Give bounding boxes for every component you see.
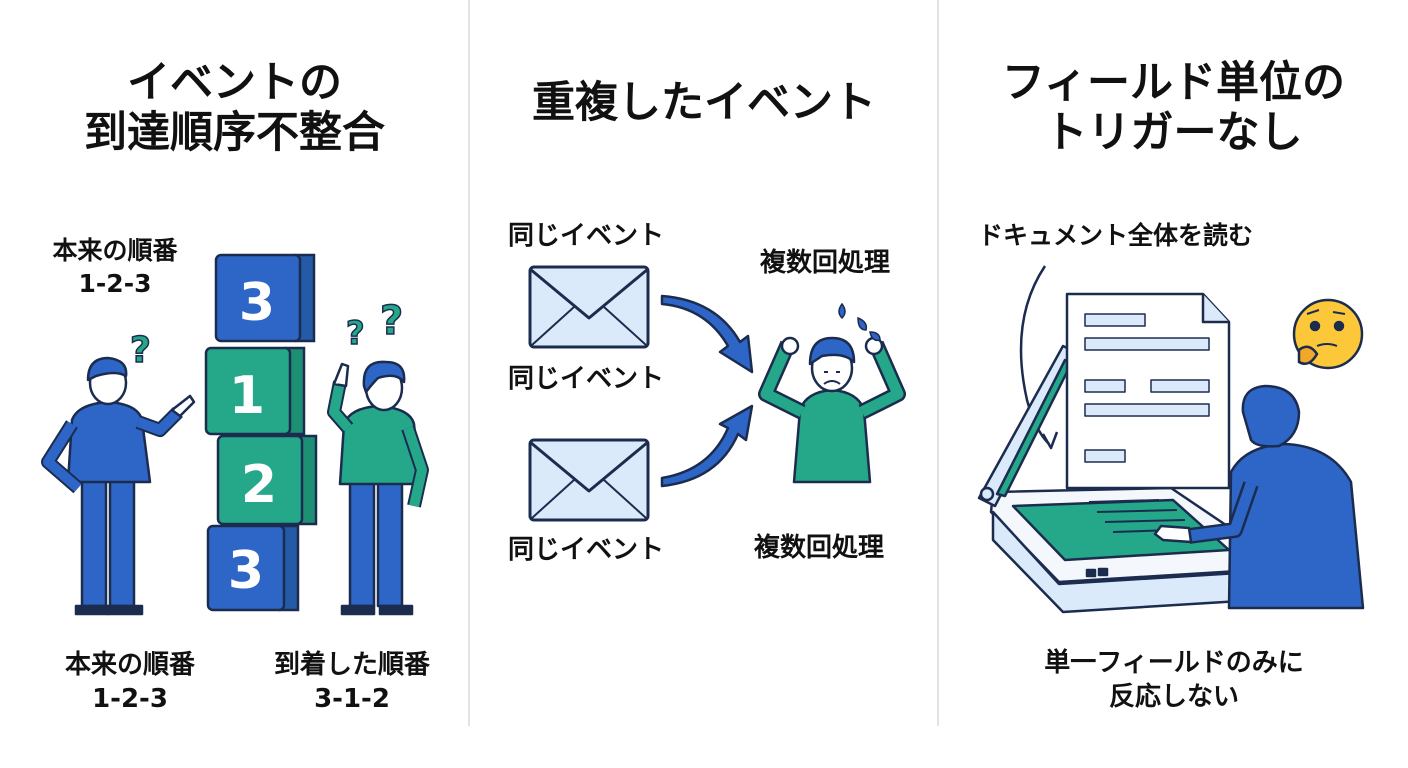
block-4 [206, 524, 300, 612]
single-field-no-reaction-label: 単一フィールドのみに 反応しない [999, 646, 1349, 715]
label-line: 3-1-2 [314, 684, 390, 715]
panel-divider-left [468, 0, 470, 726]
document-icon [1065, 292, 1231, 490]
thinking-face-icon [1292, 298, 1364, 370]
arrow-icon [660, 404, 754, 488]
title-line-1: フィールド単位の [1001, 58, 1346, 108]
read-whole-document-label: ドキュメント全体を読む [978, 221, 1254, 250]
curved-arrow-icon [1019, 265, 1050, 445]
panel-title: フィールド単位の トリガーなし [939, 58, 1408, 159]
scanner-icon [977, 344, 1259, 614]
panel-title: 重複したイベント [532, 78, 876, 128]
title-line-2: 到達順序不整合 [84, 108, 385, 159]
arrived-order-label: 到着した順番 3-1-2 [262, 648, 442, 717]
envelope-icon [528, 265, 650, 349]
multiple-processing-label: 複数回処理 [760, 248, 891, 278]
block-1 [214, 253, 316, 343]
label-line: 単一フィールドのみに [1044, 648, 1304, 678]
confused-person-right [327, 360, 429, 616]
label-line: 反応しない [1108, 682, 1239, 713]
block-label: 2 [241, 455, 277, 515]
panel-out-of-order: イベントの 到達順序不整合 ? ? ? [0, 0, 469, 768]
multiple-processing-label: 複数回処理 [754, 533, 885, 563]
block-label: 1 [229, 366, 265, 426]
sweat-drops-icon [838, 302, 881, 342]
envelope-icon [528, 438, 650, 522]
title-line-1: イベントの [127, 58, 342, 108]
same-event-label: 同じイベント [508, 535, 665, 565]
block-2 [204, 346, 306, 436]
question-mark-icon: ? [346, 314, 365, 352]
label-line: 1-2-3 [92, 684, 168, 715]
label-line: 1-2-3 [78, 269, 152, 298]
panel-no-field-trigger: フィールド単位の トリガーなし [939, 0, 1408, 768]
title-line-2: トリガーなし [1044, 108, 1303, 159]
same-event-label: 同じイベント [508, 364, 665, 394]
original-order-label-bottom: 本来の順番 1-2-3 [50, 648, 210, 717]
question-mark-icon: ? [380, 298, 403, 344]
block-3 [216, 434, 318, 526]
block-label: 3 [228, 541, 264, 601]
panel-duplicate-events: 重複したイベント [470, 0, 938, 768]
panel-title: イベントの 到達順序不整合 [0, 58, 469, 159]
stressed-person [758, 336, 906, 484]
label-line: 本来の順番 [52, 236, 178, 265]
label-line: 到着した順番 [273, 650, 430, 680]
label-line: 本来の順番 [64, 650, 195, 680]
duplicate-events-illustration [528, 265, 906, 522]
scanner-illustration [977, 265, 1365, 614]
question-mark-icon: ? [130, 330, 151, 371]
person-at-scanner [1153, 384, 1365, 610]
block-label: 3 [239, 273, 275, 333]
confused-person-left [41, 356, 196, 616]
same-event-label: 同じイベント [508, 221, 665, 251]
out-of-order-illustration: ? ? ? [41, 253, 429, 616]
panel-divider-right [937, 0, 939, 726]
original-order-label-top: 本来の順番 1-2-3 [40, 234, 190, 300]
scanned-page-lines [1088, 499, 1186, 533]
arrow-icon [660, 294, 754, 374]
